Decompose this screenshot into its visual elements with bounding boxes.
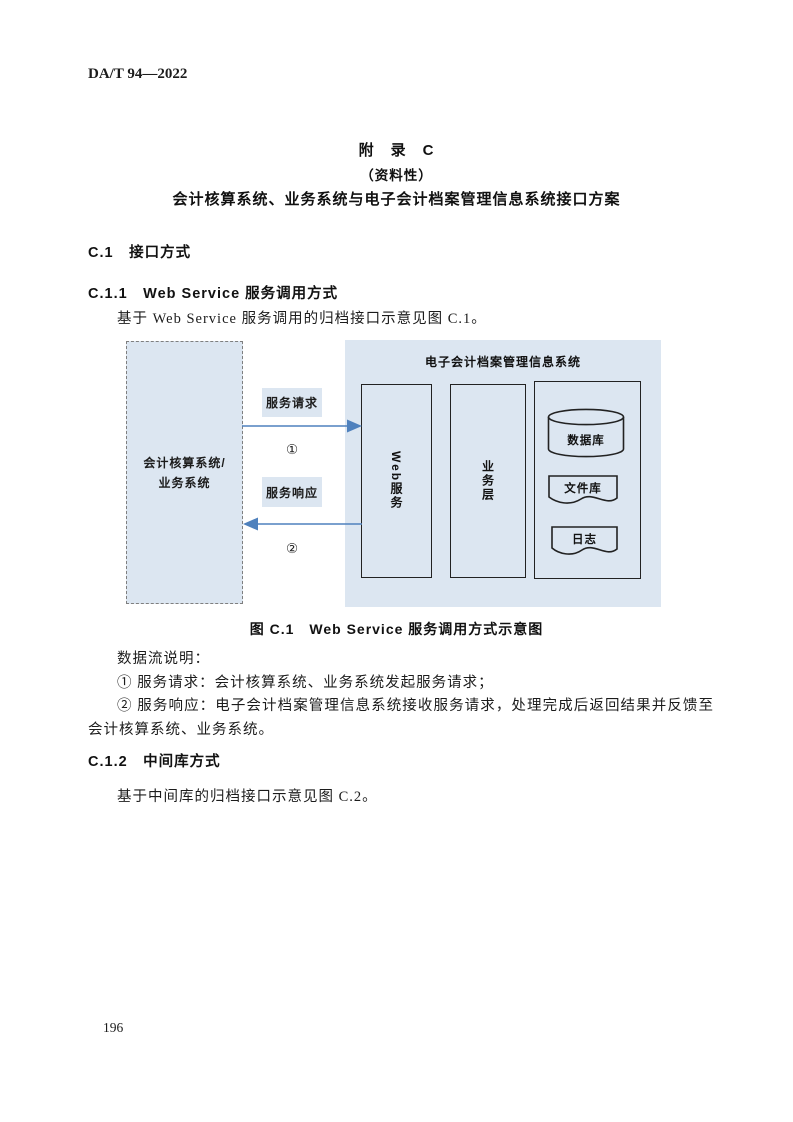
notes-intro: 数据流说明：	[117, 651, 210, 667]
data-flow-notes: 数据流说明： ① 服务请求：会计核算系统、业务系统发起服务请求； ② 服务响应：…	[88, 648, 714, 742]
appendix-subtitle: （资料性）	[360, 168, 433, 183]
database-label: 数据库	[567, 435, 605, 447]
storage-box: 数据库 文件库 日志	[534, 381, 641, 579]
figure-c1-diagram: 会计核算系统/ 业务系统 服务请求 ① 服务响应 ② 电子会计档案管理信息系统 …	[0, 340, 793, 607]
page-header: DA/T 94—2022	[88, 66, 188, 82]
note-1: ① 服务请求：会计核算系统、业务系统发起服务请求；	[117, 674, 494, 691]
log-label: 日志	[572, 534, 597, 546]
request-arrow	[242, 419, 362, 433]
business-layer-box: 业务层	[450, 384, 526, 578]
web-service-box: Web服务	[361, 384, 432, 578]
log-doc-shape	[551, 526, 618, 555]
section-c1-heading: C.1 接口方式	[88, 245, 192, 261]
response-label: 服务响应	[262, 477, 322, 507]
file-store-doc-shape	[548, 475, 618, 504]
file-store-label: 文件库	[564, 483, 602, 495]
log-shape: 日志	[551, 526, 618, 560]
appendix-title: 附 录 C	[358, 142, 435, 159]
database-cylinder-shape	[547, 408, 625, 458]
database-cylinder: 数据库	[547, 408, 625, 458]
c12-intro-paragraph: 基于中间库的归档接口示意见图 C.2。	[117, 789, 378, 805]
page-number: 196	[103, 1020, 124, 1035]
section-c11-heading: C.1.1 Web Service 服务调用方式	[88, 286, 339, 302]
c11-intro-paragraph: 基于 Web Service 服务调用的归档接口示意见图 C.1。	[117, 311, 487, 327]
ems-panel: 电子会计档案管理信息系统 Web服务 业务层 数据库	[345, 340, 661, 607]
request-label: 服务请求	[262, 388, 322, 417]
step-2-label: ②	[285, 541, 299, 556]
appendix-heading: 会计核算系统、业务系统与电子会计档案管理信息系统接口方案	[172, 191, 621, 208]
step-1-label: ①	[285, 442, 299, 457]
section-c12-heading: C.1.2 中间库方式	[88, 754, 221, 770]
file-store-shape: 文件库	[548, 475, 618, 509]
ems-panel-title: 电子会计档案管理信息系统	[424, 355, 581, 369]
note-2: ② 服务响应：电子会计档案管理信息系统接收服务请求，处理完成后返回结果并反馈至会…	[88, 698, 714, 738]
figure-caption: 图 C.1 Web Service 服务调用方式示意图	[249, 621, 544, 637]
source-system-box: 会计核算系统/ 业务系统	[126, 341, 243, 604]
